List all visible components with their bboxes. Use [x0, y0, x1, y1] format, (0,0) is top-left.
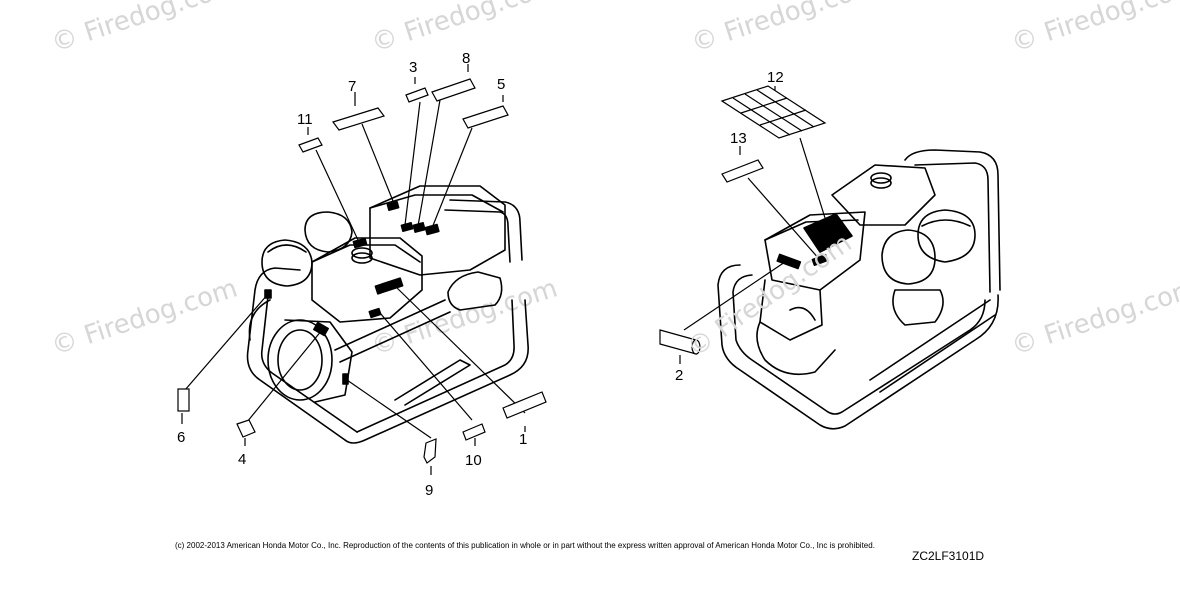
watermark: © Firedog.com: [48, 273, 241, 361]
label-7-sticker: [332, 107, 385, 131]
pump-rear-view: [717, 149, 1001, 430]
callout-7: 7: [348, 78, 356, 95]
watermark: © Firedog.com: [48, 0, 241, 59]
callout-11: 11: [297, 111, 313, 128]
callout-1: 1: [519, 431, 527, 448]
callout-2: 2: [675, 367, 683, 384]
label-4-sticker: [236, 419, 256, 438]
label-1-sticker: [502, 391, 547, 419]
watermark: © Firedog.com: [1008, 0, 1180, 59]
callout-3: 3: [409, 59, 417, 76]
watermarks: © Firedog.com © Firedog.com © Firedog.co…: [48, 0, 1180, 362]
copyright-notice: (c) 2002-2013 American Honda Motor Co., …: [175, 541, 875, 550]
label-5-sticker: [462, 105, 509, 129]
callout-6: 6: [177, 429, 185, 446]
left-leaders: [181, 64, 526, 475]
watermark: © Firedog.com: [688, 0, 881, 59]
callout-9: 9: [425, 482, 433, 499]
label-3-sticker: [405, 87, 429, 103]
callout-numbers: 1 2 3 4 5 6 7 8 9 10 11 12 13: [177, 50, 784, 499]
watermark: © Firedog.com: [1008, 273, 1180, 361]
callout-5: 5: [497, 76, 505, 93]
right-leaders: [679, 86, 826, 364]
label-6-sticker: [177, 388, 190, 412]
left-loose-labels: [177, 78, 547, 464]
right-loose-labels: [659, 85, 827, 355]
label-9-sticker: [423, 438, 437, 464]
callout-8: 8: [462, 50, 470, 67]
callout-13: 13: [730, 130, 747, 147]
callout-12: 12: [767, 69, 784, 86]
label-11-sticker: [298, 137, 323, 153]
label-8-sticker: [431, 78, 476, 102]
watermark: © Firedog.com: [682, 228, 858, 363]
label-12-sticker: [720, 85, 827, 139]
callout-10: 10: [465, 452, 482, 469]
label-13-sticker: [721, 159, 764, 183]
diagram-code: ZC2LF3101D: [912, 549, 985, 563]
label-10-sticker: [462, 423, 486, 441]
callout-4: 4: [238, 451, 246, 468]
label-2-sticker: [659, 329, 701, 355]
